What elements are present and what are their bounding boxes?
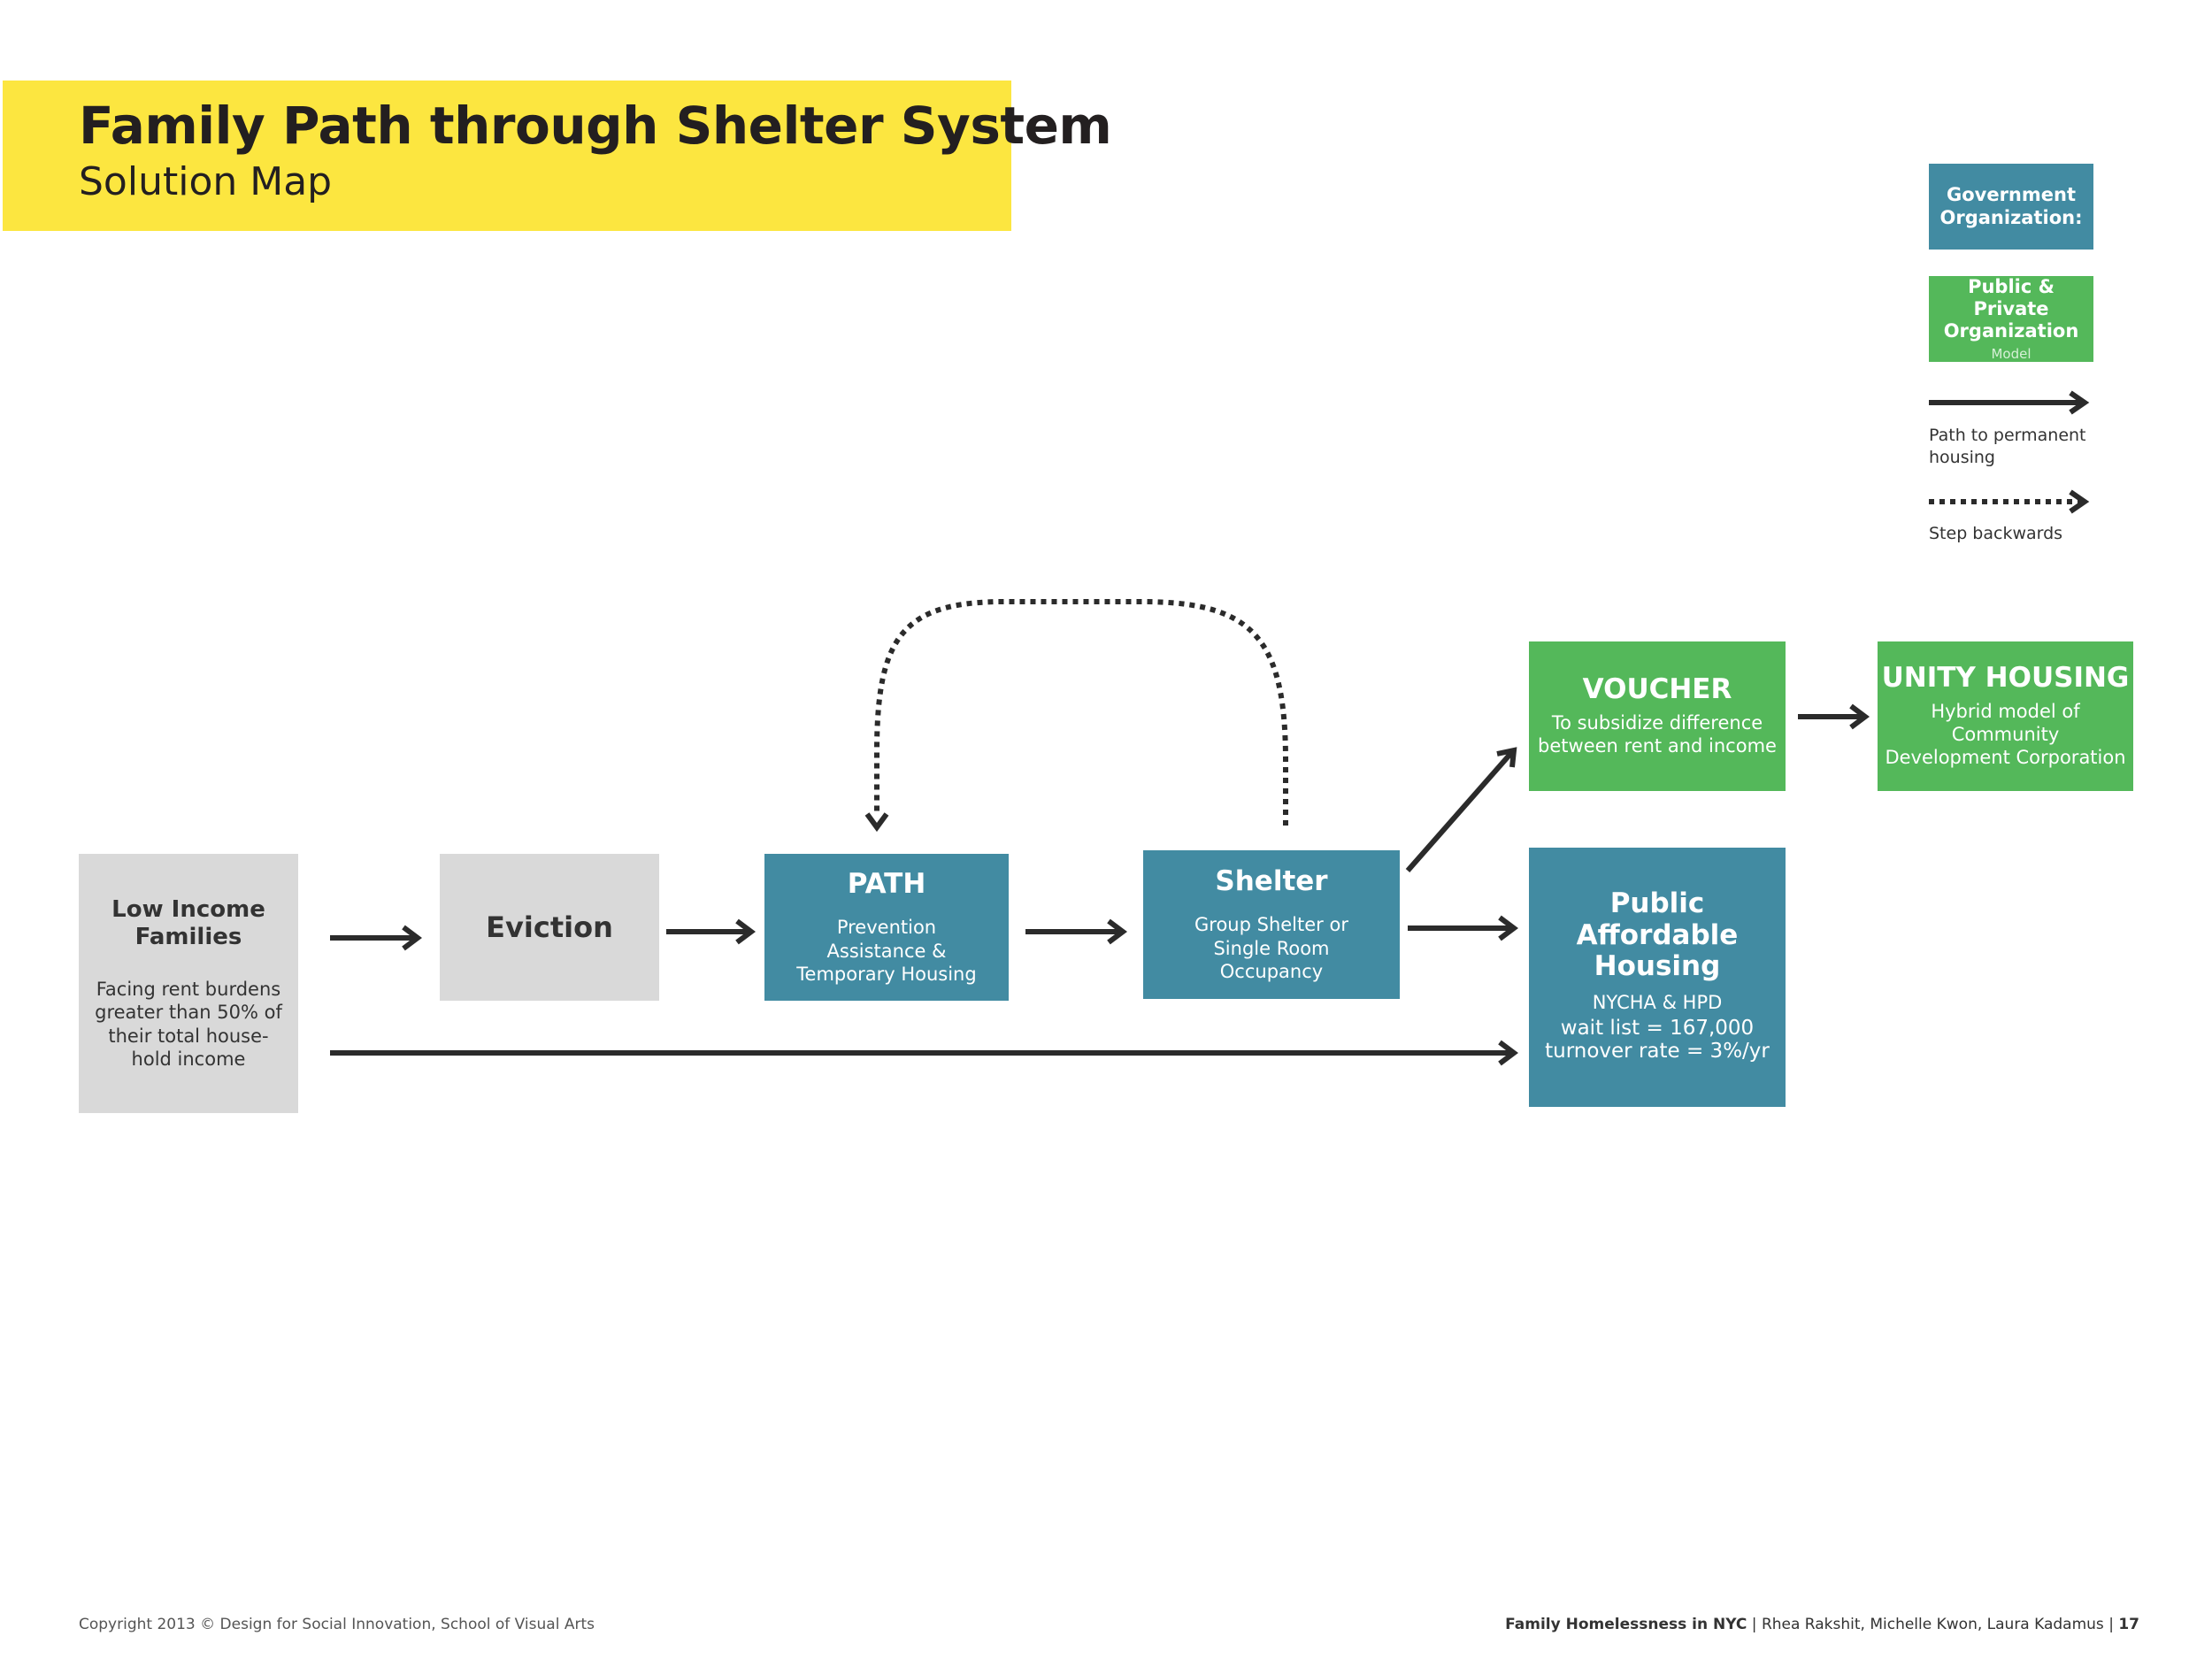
legend-public-private-label: Public & Private Organization [1943, 275, 2079, 342]
footer-authors: | Rhea Rakshit, Michelle Kwon, Laura Kad… [1747, 1616, 2119, 1633]
legend-dotted-arrow [1929, 489, 2090, 514]
legend-public-private-swatch: Public & Private Organization Model [1929, 276, 2093, 362]
node-eviction-title: Eviction [486, 910, 613, 944]
arrow-step-backwards-shelter-to-path [864, 599, 1288, 833]
node-unity-housing: UNITY HOUSING Hybrid model of Community … [1878, 641, 2133, 791]
node-path-title: PATH [847, 867, 926, 900]
footer-page-number: 17 [2118, 1616, 2139, 1633]
node-voucher-title: VOUCHER [1582, 673, 1732, 706]
page-subtitle: Solution Map [79, 159, 333, 204]
legend-solid-arrow-label: Path to permanent housing [1929, 426, 2086, 467]
node-voucher-body: To subsidize difference between rent and… [1538, 712, 1777, 757]
node-unity-title: UNITY HOUSING [1881, 662, 2130, 695]
arrow-shelter-to-public-housing [1408, 915, 1518, 941]
node-shelter-title: Shelter [1215, 864, 1328, 897]
node-shelter-body: Group Shelter or Single Room Occupancy [1194, 914, 1348, 982]
node-voucher: VOUCHER To subsidize difference between … [1529, 641, 1786, 791]
node-public-housing-agencies: NYCHA & HPD [1592, 991, 1723, 1013]
page-title: Family Path through Shelter System [79, 96, 1112, 156]
arrow-low-income-to-public-housing [330, 1040, 1518, 1066]
node-public-housing-title: Public Affordable Housing [1576, 887, 1739, 983]
legend-government-label: Government Organization: [1939, 184, 2083, 228]
arrow-shelter-to-voucher [1405, 747, 1517, 872]
footer-copyright: Copyright 2013 © Design for Social Innov… [79, 1616, 595, 1633]
node-path: PATH Prevention Assistance & Temporary H… [764, 854, 1009, 1001]
node-eviction: Eviction [440, 854, 659, 1001]
node-public-affordable-housing: Public Affordable Housing NYCHA & HPD wa… [1529, 848, 1786, 1107]
arrow-eviction-to-path [666, 918, 756, 945]
node-low-income-body: Facing rent burdens greater than 50% of … [95, 979, 282, 1070]
footer-report-location: in NYC [1686, 1616, 1747, 1633]
node-path-body: Prevention Assistance & Temporary Housin… [796, 917, 977, 985]
node-low-income-title: Low Income Families [111, 895, 265, 950]
arrow-low-income-to-eviction [330, 925, 422, 951]
arrow-voucher-to-unity [1798, 703, 1870, 730]
legend-solid-arrow [1929, 390, 2090, 415]
legend-dotted-arrow-label: Step backwards [1929, 524, 2063, 543]
node-public-housing-stats: wait list = 167,000 turnover rate = 3%/y… [1545, 1016, 1770, 1064]
footer-report-title: Family Homelessness [1505, 1616, 1687, 1633]
node-shelter: Shelter Group Shelter or Single Room Occ… [1143, 850, 1400, 999]
node-unity-body: Hybrid model of Community Development Co… [1885, 700, 2126, 769]
node-low-income-families: Low Income Families Facing rent burdens … [79, 854, 298, 1113]
arrow-path-to-shelter [1025, 918, 1127, 945]
title-band [3, 81, 1011, 231]
footer-report-credit: Family Homelessness in NYC | Rhea Rakshi… [1505, 1616, 2139, 1633]
legend-public-private-note: Model [1991, 346, 2032, 363]
legend-government-swatch: Government Organization: [1929, 164, 2093, 250]
